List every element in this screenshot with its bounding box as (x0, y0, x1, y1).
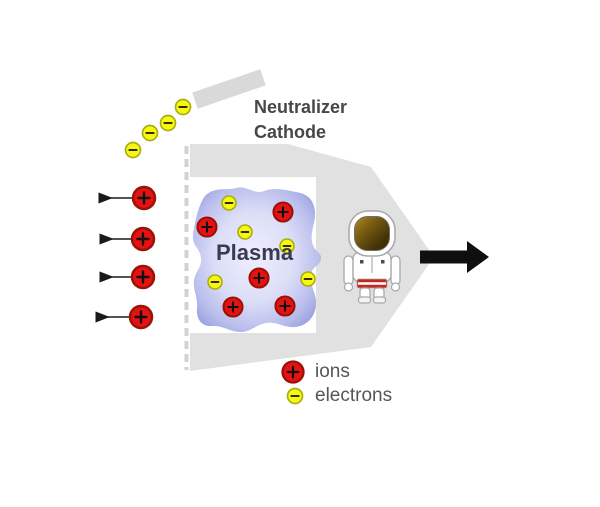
neutralizer-label-line2: Cathode (254, 122, 326, 142)
plasma-ions (196, 201, 296, 318)
astronaut (343, 210, 401, 304)
astronaut-visor (354, 216, 390, 251)
neutralizer-label-line1: Neutralizer (254, 97, 348, 117)
electron-trail (124, 98, 192, 159)
ion-beam-arrows (95, 192, 132, 323)
astronaut-right-glove (390, 282, 401, 292)
neutralizer-cathode-bar (192, 69, 266, 109)
astronaut-left-glove (343, 282, 354, 292)
plasma-label: Plasma (216, 240, 294, 265)
astronaut-left-arm (343, 255, 354, 286)
astronaut-chest-detail (360, 260, 364, 264)
plasma-electrons (207, 195, 316, 290)
astronaut-chest-detail (381, 260, 385, 264)
astronaut-right-boot (372, 296, 387, 304)
legend-ions-label: ions (315, 361, 350, 382)
thrust-arrow (420, 241, 489, 273)
legend-ion (281, 360, 305, 384)
plasma-blob (192, 187, 322, 333)
particles (124, 98, 316, 405)
legend-electrons-label: electrons (315, 385, 393, 406)
beam-ions (128, 185, 157, 330)
astronaut-left-boot (357, 296, 372, 304)
astronaut-right-arm (390, 255, 401, 286)
neutralizer-cathode-label: Neutralizer Cathode (254, 95, 347, 145)
legend-electron (286, 387, 304, 405)
